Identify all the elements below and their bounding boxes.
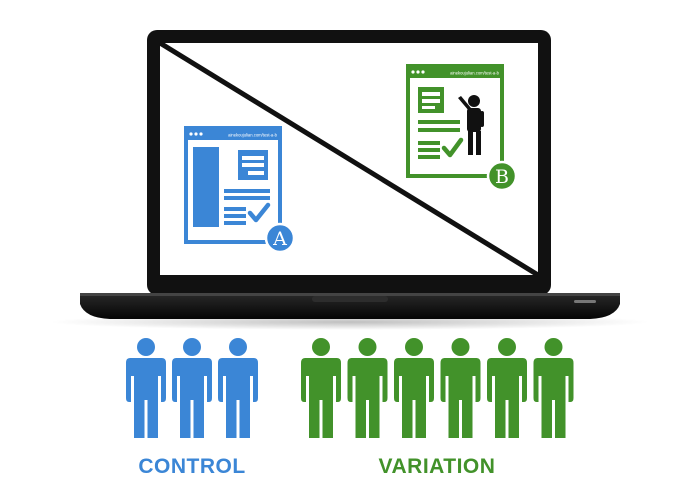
page-a-sidebar-block [193,147,219,227]
page-b-dot-icon [416,70,420,74]
page-a-image-line [242,156,264,160]
page-a-browser-bar [186,128,280,140]
person-icon [126,338,166,438]
page-a-dot-icon [199,132,203,136]
person-icon [533,338,574,438]
variant-b-page: ainekoujulian.com/test-a-b B [406,64,518,192]
presenter-figure-icon [458,95,484,155]
page-a-text-line [224,196,270,200]
page-a-image-line [248,171,264,175]
person-icon [347,338,388,438]
person-icon [301,338,341,438]
page-b-browser-bar [408,66,502,78]
page-b-text-line [418,155,440,159]
person-icon [487,338,527,438]
page-b-image-line [422,99,440,103]
page-b-text-line [418,141,440,145]
person-icon [394,338,434,438]
person-icon [440,338,481,438]
laptop [50,30,650,330]
variation-label: VARIATION [378,455,496,478]
badge-a [264,222,296,254]
page-a-text-line [224,214,246,218]
page-b-dot-icon [421,70,425,74]
page-a-text-line [224,207,246,211]
page-b-image-line [422,106,435,109]
person-icon [218,338,258,438]
page-a-checkmark-icon [247,202,271,223]
page-b-text-line [418,148,440,152]
person-icon [172,338,212,438]
badge-b [486,160,518,192]
laptop-base [80,293,620,319]
badge-a-letter: A [272,228,287,250]
page-a-text-line [224,221,246,225]
variation-group [301,338,574,438]
page-a-text-line [224,189,270,193]
split-diagonal-line [158,40,540,278]
page-a-dot-icon [189,132,193,136]
page-a-dot-icon [194,132,198,136]
control-group [126,338,258,438]
page-b-url: ainekoujulian.com/test-a-b [450,71,500,76]
page-b-checkmark-icon [441,137,464,158]
page-b-text-line [418,128,460,132]
laptop-trackpad-notch [312,296,388,302]
page-a-url: ainekoujulian.com/test-a-b [228,133,278,138]
badge-b-letter: B [495,166,509,188]
variant-a-page: ainekoujulian.com/test-a-b A [184,126,296,254]
page-a-image-line [242,163,264,167]
page-b-dot-icon [411,70,415,74]
laptop-hinge [80,293,620,296]
control-label: CONTROL [138,455,246,478]
page-b-text-line [418,120,460,124]
laptop-indicator-light [574,300,596,303]
page-b-image-line [422,92,440,96]
